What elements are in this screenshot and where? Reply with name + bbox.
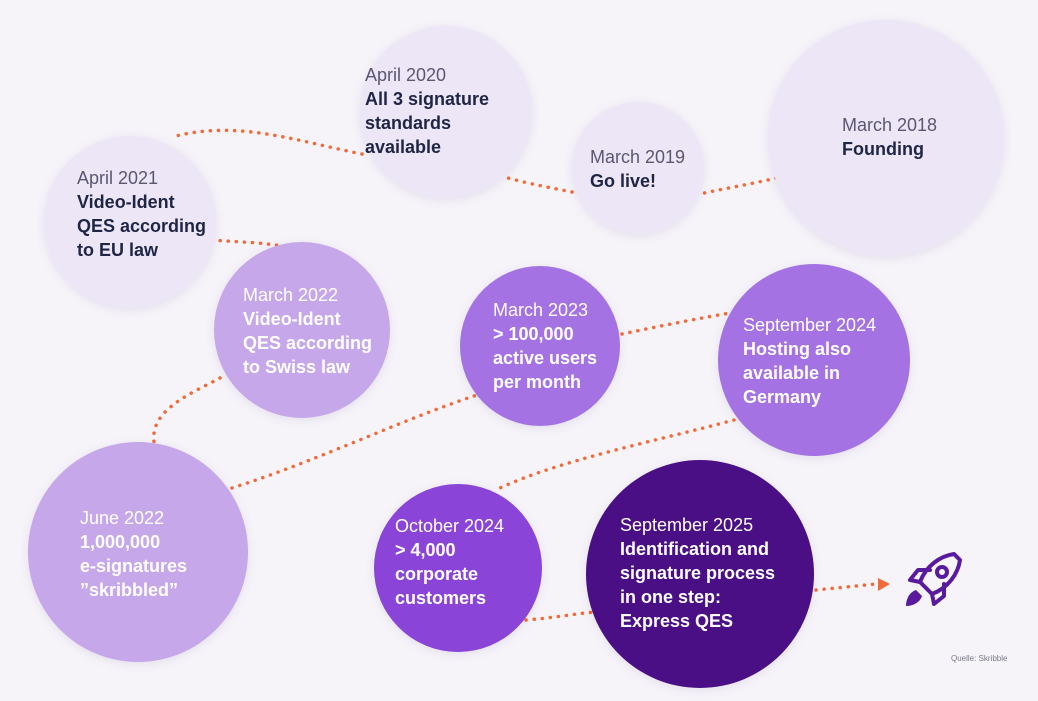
arrowhead-icon <box>878 578 890 591</box>
milestone-2024-09 <box>718 264 910 456</box>
milestone-title: Video-Ident QES according to Swiss law <box>243 309 373 377</box>
milestone-text: October 2024 > 4,000 corporate customers <box>395 514 504 610</box>
milestone-date: October 2024 <box>395 516 505 536</box>
milestone-title: Video-Ident QES according to EU law <box>77 192 207 260</box>
connector-path <box>620 310 738 336</box>
milestone-text: March 2023 > 100,000 active users per mon… <box>493 298 597 394</box>
milestone-2018-03 <box>768 20 1004 256</box>
connector-path <box>814 582 878 592</box>
connector-path <box>210 238 284 248</box>
connector-path <box>698 176 778 196</box>
milestone-2023-03 <box>460 266 620 426</box>
milestone-date: March 2022 <box>243 285 339 305</box>
connector-path <box>152 376 222 444</box>
milestone-text: March 2019 Go live! <box>590 145 685 193</box>
milestone-date: March 2019 <box>590 147 686 167</box>
connector-path <box>174 128 364 156</box>
milestone-title: > 100,000 active users per month <box>493 324 598 392</box>
milestone-2022-06 <box>28 442 248 662</box>
milestone-title: All 3 signature standards available <box>365 89 490 157</box>
milestone-title: Founding <box>842 139 924 159</box>
milestone-date: March 2023 <box>493 300 589 320</box>
milestone-title: Go live! <box>590 171 657 191</box>
milestone-2022-03 <box>214 242 390 418</box>
milestone-date: September 2025 <box>620 515 754 535</box>
connector-path <box>524 610 596 622</box>
milestone-date: April 2020 <box>365 65 447 85</box>
milestone-2020-04 <box>360 26 532 198</box>
milestone-title: 1,000,000 e-signatures ”skribbled” <box>80 532 188 600</box>
connector-path <box>498 418 736 490</box>
milestone-date: March 2018 <box>842 115 938 135</box>
milestone-2024-10 <box>374 484 542 652</box>
milestone-date: September 2024 <box>743 315 877 335</box>
connector-path <box>506 176 574 194</box>
milestone-2025-09 <box>586 460 814 688</box>
milestone-2021-04 <box>44 136 216 308</box>
milestone-2019-03 <box>572 102 704 234</box>
milestone-text: June 2022 1,000,000 e-signatures ”skribbl… <box>80 506 187 602</box>
milestone-title: Identification and signature process in … <box>620 539 776 631</box>
milestone-date: June 2022 <box>80 508 165 528</box>
source-note: Quelle: Skribble <box>951 654 1008 663</box>
milestone-title: > 4,000 corporate customers <box>395 540 487 608</box>
rocket-icon <box>906 552 962 606</box>
milestone-title: Hosting also available in Germany <box>743 339 852 407</box>
milestone-date: April 2021 <box>77 168 159 188</box>
